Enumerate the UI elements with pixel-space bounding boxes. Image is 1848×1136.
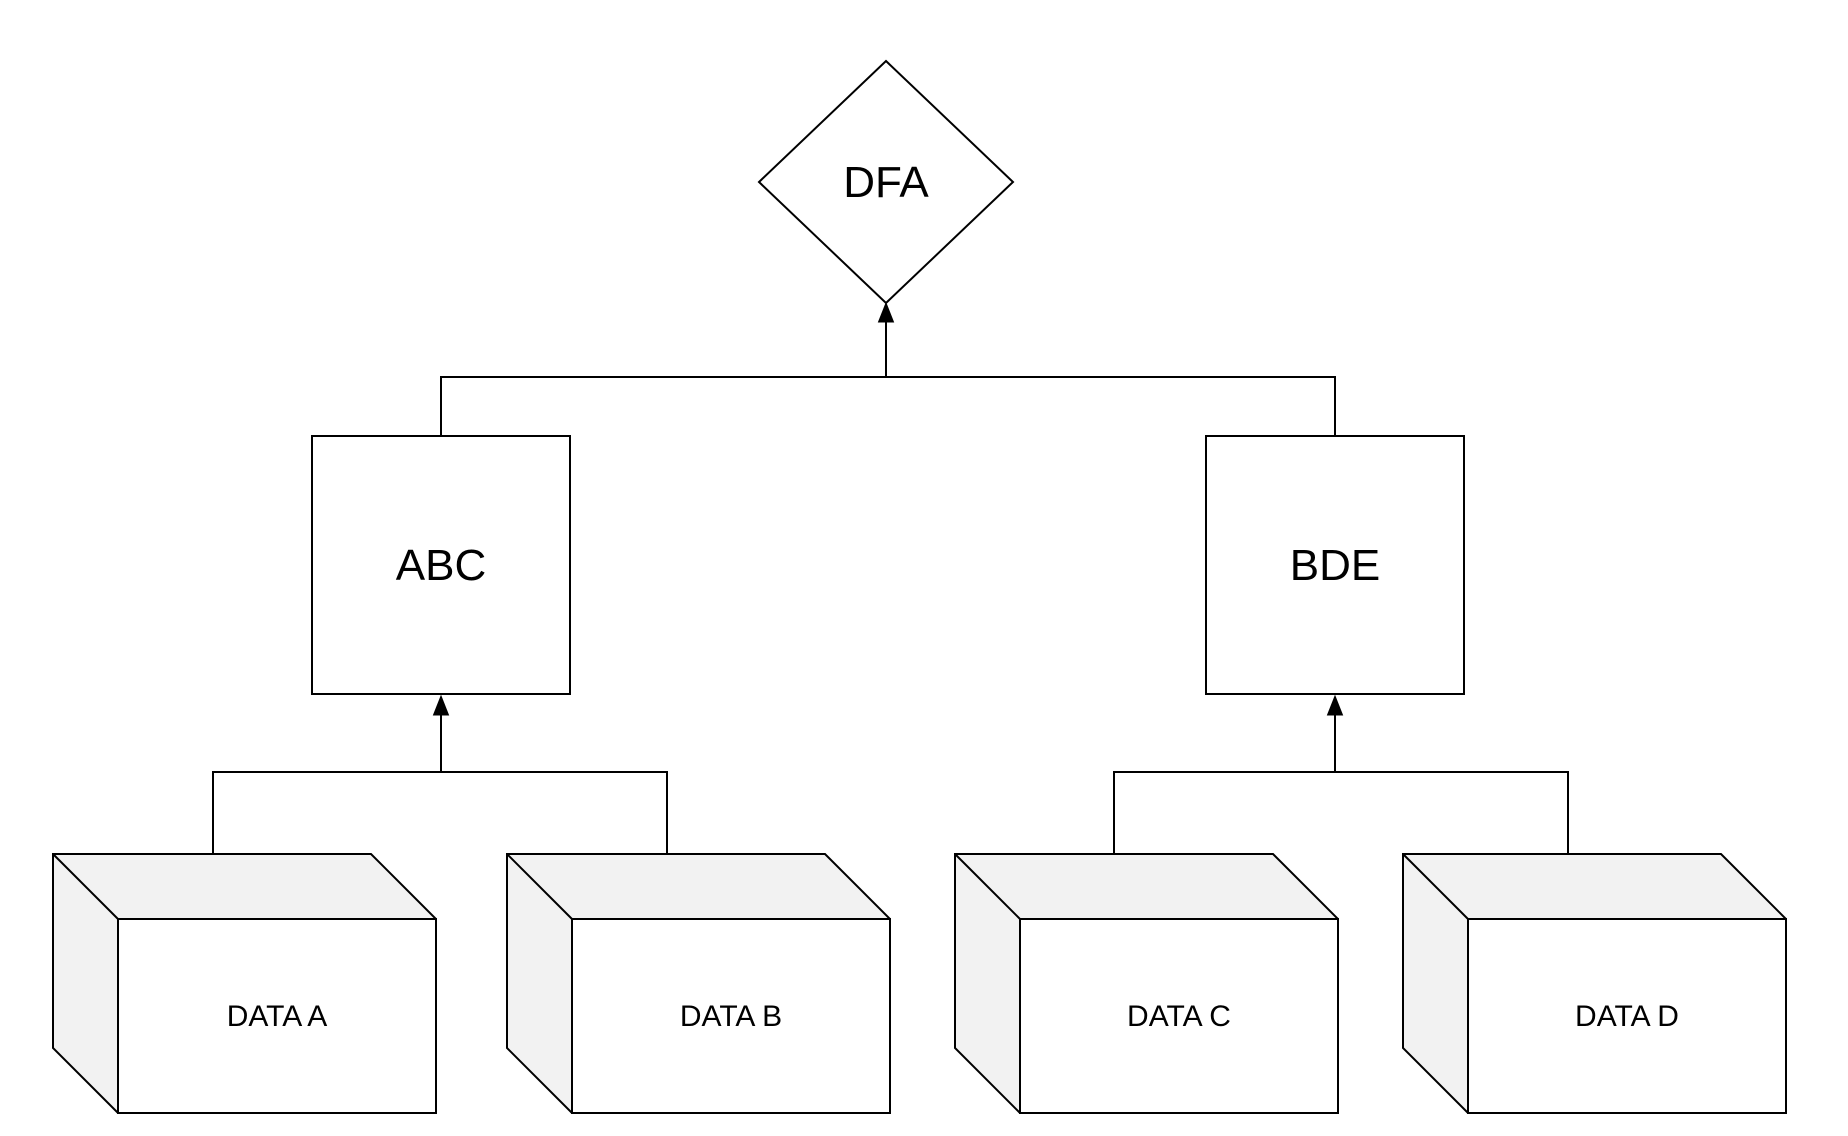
node-data-c: DATA C: [954, 853, 1339, 1114]
node-dfa: DFA: [757, 59, 1015, 305]
data-d-label: DATA D: [1575, 1000, 1679, 1033]
arrowhead-up-abc: [432, 694, 450, 716]
node-abc: ABC: [311, 435, 571, 695]
data-c-label: DATA C: [1127, 1000, 1231, 1033]
connector-level1: [440, 301, 1336, 436]
data-b-cube-edge: [506, 853, 573, 920]
node-bde: BDE: [1205, 435, 1465, 695]
data-a-cube-front: [117, 918, 437, 1114]
data-a-label: DATA A: [227, 1000, 328, 1033]
bde-rect-shape: [1205, 435, 1465, 695]
node-data-b: DATA B: [506, 853, 891, 1114]
data-a-cube-edge: [52, 853, 119, 920]
dfa-diamond-shape: [757, 59, 1015, 305]
data-b-cube-front: [571, 918, 891, 1114]
data-d-cube-front: [1467, 918, 1787, 1114]
data-c-cube-edge: [954, 853, 1021, 920]
abc-label: ABC: [396, 541, 486, 590]
connector-right-group: [1113, 694, 1569, 854]
data-b-label: DATA B: [680, 1000, 782, 1033]
connector-line-abc-bde: [440, 376, 1336, 436]
abc-rect-shape: [311, 435, 571, 695]
data-d-cube-edge: [1402, 853, 1469, 920]
node-data-a: DATA A: [52, 853, 437, 1114]
connector-left-group: [212, 694, 668, 854]
dfa-label: DFA: [843, 158, 929, 207]
node-data-d: DATA D: [1402, 853, 1787, 1114]
bde-label: BDE: [1290, 541, 1380, 590]
arrowhead-up-dfa: [877, 301, 895, 323]
connector-line-data-cd: [1113, 771, 1569, 854]
data-c-cube-front: [1019, 918, 1339, 1114]
arrowhead-up-bde: [1326, 694, 1344, 716]
